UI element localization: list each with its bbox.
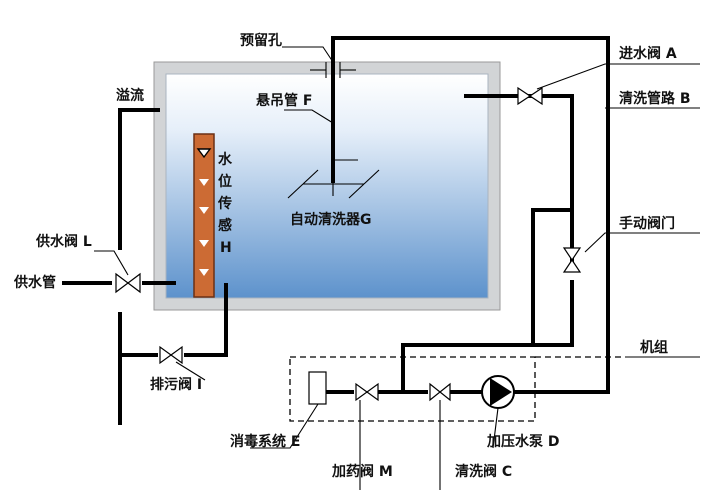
drain-pipe — [118, 283, 228, 425]
sensor-label-char: 传 — [217, 195, 232, 212]
unit-box — [289, 356, 700, 422]
drain-valve-i-mirror[interactable] — [169, 345, 183, 365]
inlet-valve-a-mirror[interactable] — [528, 86, 543, 106]
manual-valve-circuit — [401, 208, 582, 392]
dosing-valve-m[interactable] — [355, 382, 369, 402]
dosing-valve-m-mirror[interactable] — [365, 382, 379, 402]
sensor-marker-icon — [199, 179, 209, 186]
leader-lines — [94, 46, 700, 490]
label-reserved-hole: 预留孔 — [240, 32, 282, 49]
overflow-pipe — [118, 108, 160, 250]
supply-pipe — [62, 272, 176, 294]
clean-valve-c[interactable] — [429, 382, 441, 402]
tank-water — [165, 73, 489, 299]
auto-cleaner — [287, 159, 380, 199]
label-dosing-valve: 加药阀 M — [331, 463, 393, 480]
label-inlet-valve: 进水阀 A — [619, 45, 677, 62]
label-wash-pipe: 清洗管路 B — [619, 90, 691, 107]
label-clean-valve: 清洗阀 C — [455, 463, 512, 480]
supply-valve-l-mirror[interactable] — [127, 272, 141, 294]
inlet-pipe — [310, 36, 610, 394]
label-manual-valve: 手动阀门 — [619, 215, 675, 232]
sensor-label-char: H — [220, 240, 232, 256]
sensor-marker-icon — [199, 269, 209, 276]
clean-valve-c-mirror[interactable] — [439, 382, 451, 402]
drain-valve-i[interactable] — [159, 345, 173, 365]
sensor-label-char: 位 — [218, 173, 232, 190]
label-hanger-pipe: 悬吊管 F — [255, 92, 312, 109]
manual-valve-lower[interactable] — [562, 258, 582, 273]
label-overflow: 溢流 — [116, 87, 144, 104]
unit-equipment — [308, 371, 533, 409]
sensor-marker-icon — [199, 207, 209, 214]
label-disinfection: 消毒系统 E — [230, 433, 300, 450]
label-booster-pump: 加压水泵 D — [486, 433, 560, 450]
water-level-sensor: 水 位 传 感 H — [193, 133, 233, 298]
sensor-marker-icon — [196, 148, 212, 159]
sensor-label-char: 水 — [218, 151, 233, 168]
label-supply-valve: 供水阀 L — [35, 233, 92, 250]
label-auto-cleaner: 自动清洗器G — [290, 211, 372, 228]
label-unit: 机组 — [640, 339, 668, 356]
sensor-body — [193, 133, 215, 298]
label-supply-pipe: 供水管 — [13, 274, 56, 291]
supply-valve-l[interactable] — [115, 272, 129, 294]
pump-arrow-icon — [490, 378, 512, 406]
sensor-label-char: 感 — [218, 217, 232, 234]
manual-valve[interactable] — [562, 247, 582, 262]
disinfection-box — [308, 371, 327, 405]
sensor-marker-icon — [199, 240, 209, 247]
inlet-valve-a[interactable] — [517, 86, 532, 106]
label-drain-valve: 排污阀 I — [150, 376, 202, 393]
